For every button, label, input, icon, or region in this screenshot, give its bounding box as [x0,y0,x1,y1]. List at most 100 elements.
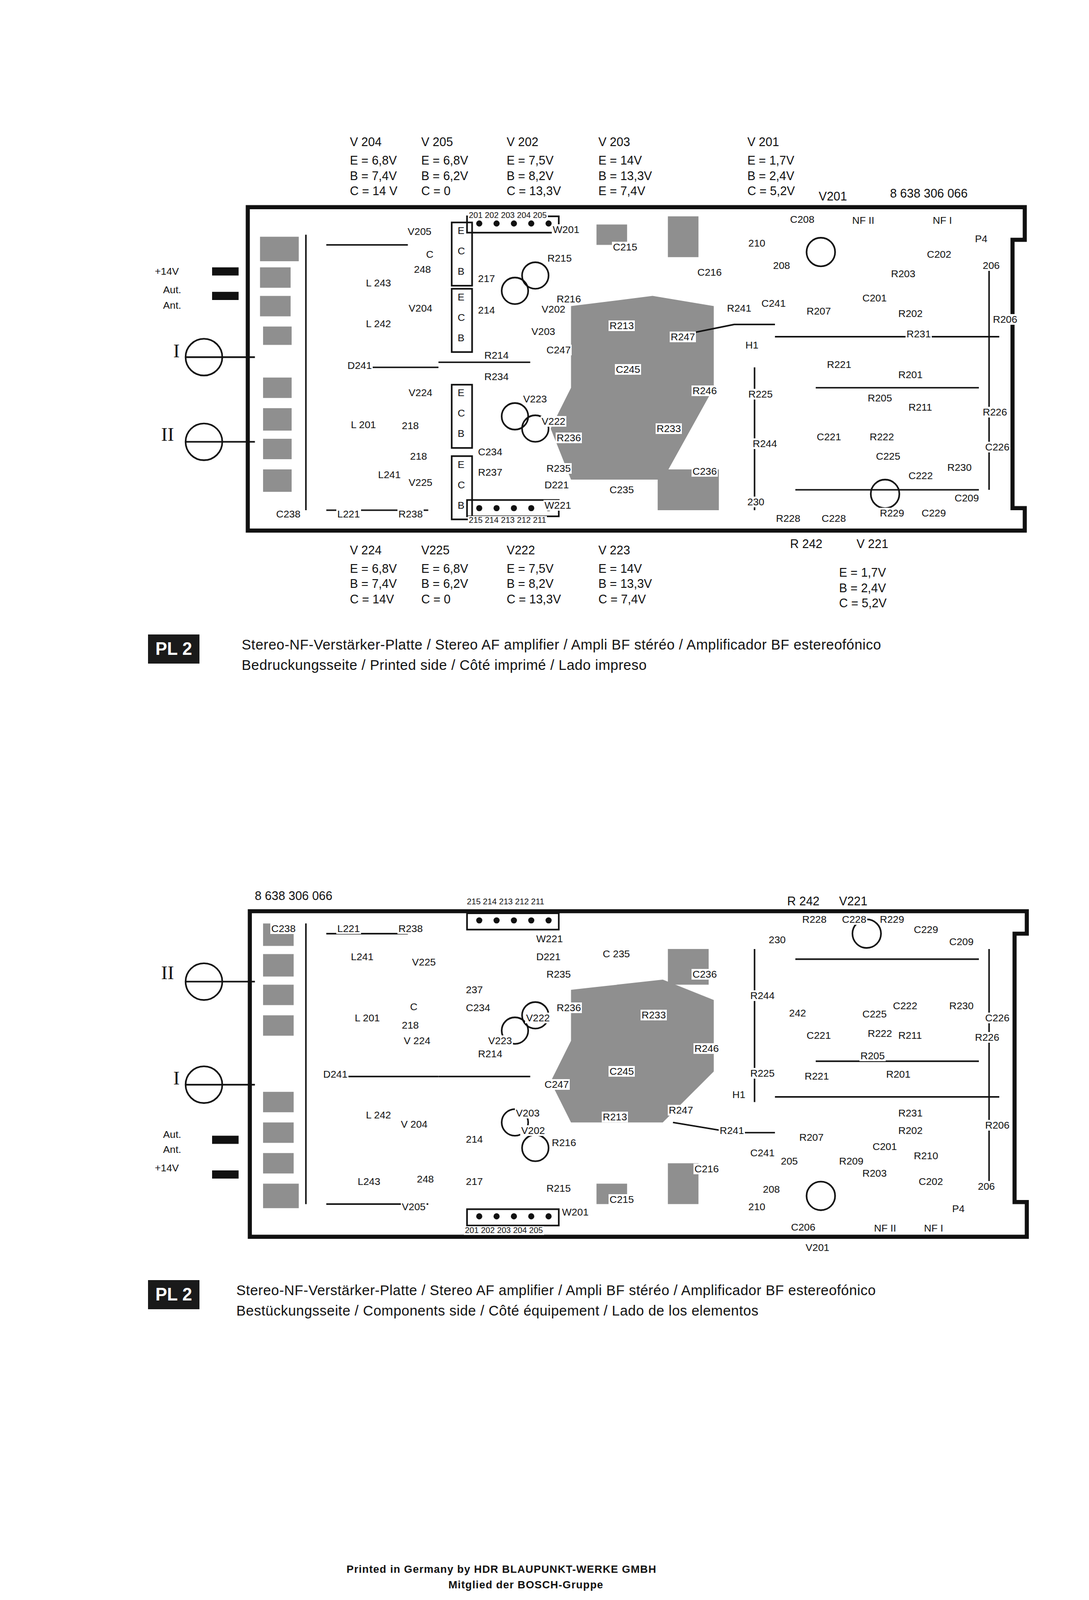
part-label: L241 [377,469,402,480]
part-label: V225 [407,477,434,488]
part-label: P4 [973,233,989,245]
part-label: 206 [976,1180,996,1192]
part-label: 208 [761,1183,781,1195]
part-label: R238 [397,923,424,934]
voltage-label: R 242 [790,537,823,550]
part-label: C238 [270,923,297,934]
part-label: P4 [951,1203,966,1214]
part-label: L 242 [364,1109,393,1121]
part-label: R231 [897,1107,924,1119]
part-label: R211 [907,401,934,413]
part-label: Aut. [163,284,182,296]
part-label: 208 [772,260,792,271]
part-label: R206 [984,1119,1011,1131]
part-label: R234 [483,371,510,382]
voltage-label: V 201 [747,135,779,149]
part-label: V 204 [399,1118,429,1130]
part-label: C209 [953,492,980,504]
part-label: Ant. [163,299,182,311]
part-label: R229 [878,507,906,519]
part-label: R206 [991,313,1019,325]
part-label: C229 [920,507,947,519]
part-label: R246 [691,385,718,396]
part-label: C215 [611,241,639,253]
part-label: V 224 [402,1035,432,1046]
voltage-label: B = 6,2V [421,169,469,182]
part-label: R247 [669,331,696,343]
part-label: H1 [731,1089,747,1100]
part-label: L 243 [364,277,393,289]
part-label: R241 [718,1124,745,1136]
part-label: 201 202 203 204 205 [467,211,548,220]
part-label: R235 [545,968,572,980]
part-label: C222 [891,1000,919,1011]
part-label: D241 [322,1068,349,1080]
part-label: R216 [555,293,582,305]
voltage-label: V222 [506,543,535,557]
part-label: C202 [917,1175,944,1187]
part-label: R202 [897,1124,924,1136]
part-label: R228 [801,913,828,925]
part-label: R246 [693,1042,720,1054]
part-label: C247 [543,1078,570,1090]
part-label: C241 [760,297,787,309]
voltage-label: E = 14V [598,153,643,167]
voltage-label: E = 14V [598,561,643,575]
part-label: R203 [890,268,917,280]
part-label: B [456,332,466,344]
caption-text: Bestückungsseite / Components side / Côt… [236,1303,759,1318]
part-label: R230 [948,1000,975,1011]
voltage-label: V 224 [349,543,382,557]
voltage-label: E = 6,8V [349,561,397,575]
part-label: Aut. [163,1128,182,1140]
part-label: C241 [749,1147,776,1158]
voltage-label: V 221 [856,537,889,550]
part-label: W221 [543,499,573,511]
part-label: E [456,387,466,398]
part-label: C221 [815,431,842,443]
voltage-label: B = 7,4V [349,577,397,590]
part-label: 215 214 213 212 211 [467,515,547,525]
part-label: R235 [545,462,572,474]
voltage-label: C = 14V [349,592,395,606]
part-label: 218 [409,450,429,462]
part-label: B [456,265,466,277]
part-label: C228 [820,512,847,524]
part-label: R207 [805,305,832,317]
part-label: R213 [601,1111,628,1122]
part-label: V203 [514,1107,541,1119]
badge-text: PL 2 [155,1284,192,1305]
voltage-label: 8 638 306 066 [890,186,968,200]
part-label: L221 [336,923,362,934]
part-label: V202 [520,1124,546,1136]
part-label: 237 [464,984,484,995]
voltage-label: E = 1,7V [747,153,795,167]
part-label: II [161,424,175,445]
part-label: R216 [550,1137,578,1148]
part-label: NF II [873,1222,898,1234]
part-label: R202 [897,308,924,319]
part-label: 210 [747,1201,767,1212]
voltage-label: E = 7,5V [506,561,554,575]
part-label: C [425,248,435,260]
part-label: C [409,1001,419,1012]
part-label: C208 [789,214,816,225]
voltage-label: E = 7,4V [598,184,646,198]
voltage-label: V 203 [598,135,630,149]
plate-badge: PL 2 [148,634,200,664]
part-label: R228 [775,512,802,524]
part-label: D221 [535,951,562,962]
part-label: 242 [788,1007,808,1019]
part-label: C [456,479,466,491]
part-label: R233 [640,1009,667,1021]
part-label: V202 [540,303,567,315]
part-label: R225 [749,1067,776,1079]
part-label: R222 [868,431,895,443]
voltage-label: C = 14 V [349,184,398,198]
voltage-label: V 223 [598,543,630,557]
voltage-label: 8 638 306 066 [254,889,333,902]
part-label: R226 [981,406,1008,418]
part-label: V225 [411,956,437,968]
part-label: V222 [525,1012,551,1023]
part-label: C236 [691,465,718,477]
